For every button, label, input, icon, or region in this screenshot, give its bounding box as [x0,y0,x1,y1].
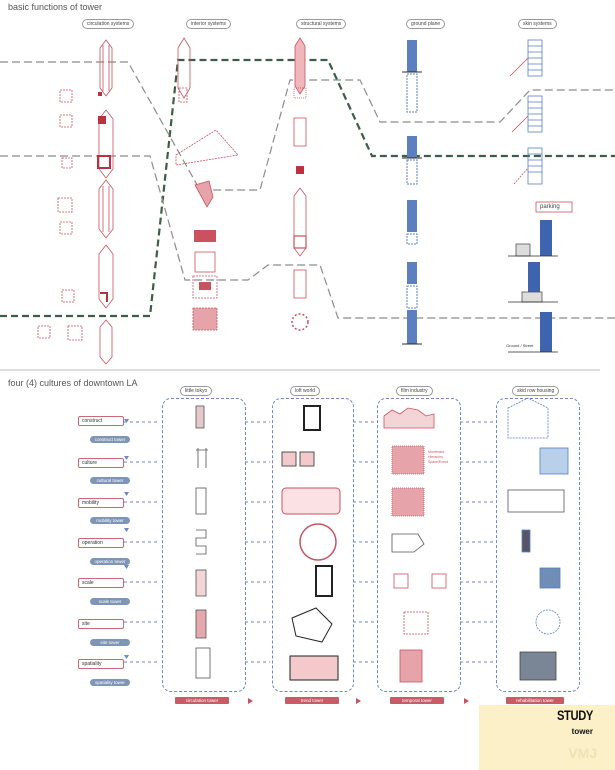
stamp-watermark: VMJ [568,745,597,761]
film-legend-space-event: Space/Event [428,460,448,464]
col-tower-temporal: temporal tower [390,697,444,704]
row-arrows [124,419,129,659]
tower-site: site tower [90,639,130,646]
structural-items [291,37,309,331]
row-mobility: mobility [78,498,124,508]
tower-operation: operation tower [90,558,130,565]
loft-world-icons [281,405,341,681]
col-circulation-label: circulation systems [82,19,135,29]
col-ground-label: ground plane [406,19,446,29]
parking-box [535,201,573,213]
tower-mobility: mobility tower [90,517,130,524]
row-scale: scale [78,578,124,588]
stamp-big: STUDY [557,707,593,723]
section1-title: basic functions of tower [8,2,103,12]
interior-items [175,37,239,331]
film-legend-movement: Movement [428,450,445,454]
tower-spatiality: spatiality tower [90,679,130,686]
col-skid-row-label: skid row housing [512,386,560,396]
tower-culture: cultural tower [90,477,130,484]
col-interior-label: interior systems [186,19,232,29]
ground-street-label: Ground / Street [506,343,534,348]
skid-row-icons [507,397,569,681]
panel-film-industry [377,398,461,692]
ground-items [402,40,422,345]
col-tower-trend: trend tower [285,697,339,704]
circulation-solid [97,92,111,302]
circulation-plans [37,89,83,341]
row-site: site [78,619,124,629]
tower-construct: construct tower [90,436,130,443]
col-film-industry-label: film industry [396,386,433,396]
study-stamp: STUDY tower VMJ [479,705,615,770]
circulation-towers [98,39,114,365]
row-construct: construct [78,416,124,426]
parking-label: parking [540,204,560,210]
stamp-small: tower [571,727,593,736]
film-legend-hierarchy: Hierarchy [428,455,443,459]
col-loft-world-label: loft world [290,386,321,396]
skin-items [508,39,558,353]
film-legend: Movement Hierarchy Space/Event [428,450,448,465]
tower-scale: scale tower [90,598,130,605]
panel-little-tokyo [162,398,246,692]
panel-loft-world [272,398,354,692]
path-line-gray-2 [0,155,615,319]
col-tower-rehabilitation: rehabilitation tower [506,697,564,704]
row-operation: operation [78,538,124,548]
little-tokyo-icons [195,405,211,679]
film-industry-icons [383,407,447,683]
col-tower-circulation: circulation tower [175,697,229,704]
path-line-green [0,58,615,318]
col-skin-label: skin systems [518,19,557,29]
row-spatiality: spatiality [78,659,124,669]
row-connector-lines [118,421,494,663]
row-culture: culture [78,458,124,468]
section2-title: four (4) cultures of downtown LA [8,378,138,388]
col-little-tokyo-label: little tokyo [180,386,213,396]
panel-skid-row [496,398,580,692]
path-line-gray-1 [0,61,615,191]
col-structural-label: structural systems [296,19,347,29]
bottom-arrows [248,698,469,704]
